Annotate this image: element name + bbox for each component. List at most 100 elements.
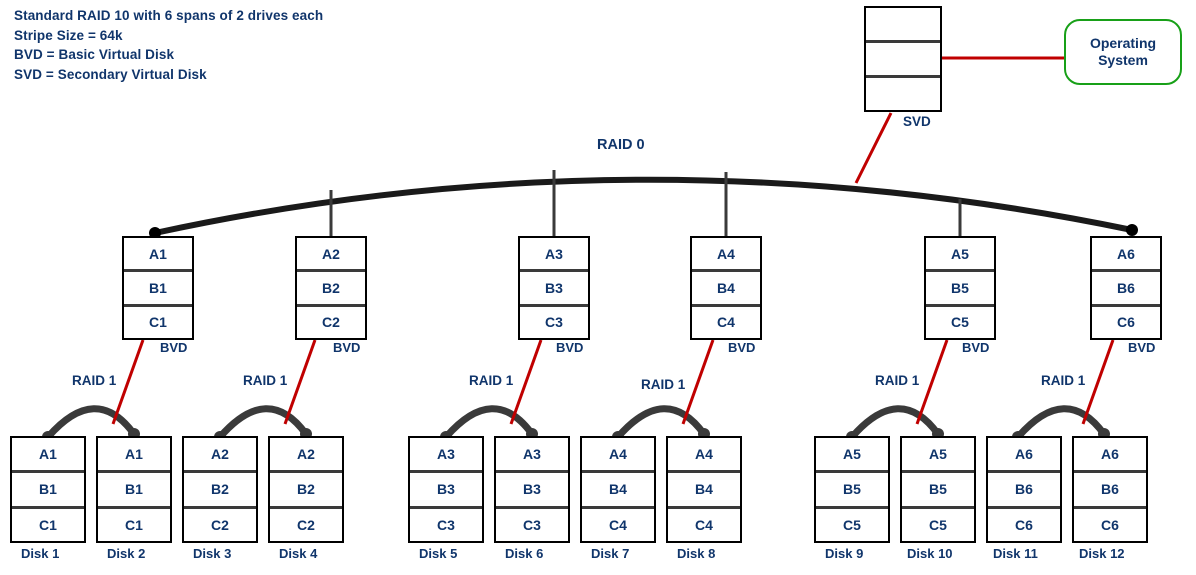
disk-box-10[interactable]: A5 B5 C5	[900, 436, 976, 543]
disk-label-2: Disk 2	[107, 546, 146, 561]
disk-box-2[interactable]: A1 B1 C1	[96, 436, 172, 543]
bvd-2-cell-b: B2	[297, 269, 365, 303]
bvd-1-cell-a: A1	[149, 245, 167, 262]
disk-3-cell-c: C2	[184, 505, 256, 541]
bvd-box-5[interactable]: A5 B5 C5	[924, 236, 996, 340]
disk-box-1[interactable]: A1 B1 C1	[10, 436, 86, 543]
svd-cell-3	[866, 75, 940, 110]
disk-box-4[interactable]: A2 B2 C2	[268, 436, 344, 543]
disk-label-10: Disk 10	[907, 546, 953, 561]
bvd-4-cell-b: B4	[692, 269, 760, 303]
disk-label-5: Disk 5	[419, 546, 458, 561]
raid1-label-span-2: RAID 1	[243, 373, 288, 388]
bvd-6-cell-b: B6	[1092, 269, 1160, 303]
disk-box-3[interactable]: A2 B2 C2	[182, 436, 258, 543]
bvd-5-cell-b: B5	[926, 269, 994, 303]
disk-2-cell-a: A1	[125, 446, 143, 463]
disk-9-cell-c: C5	[816, 505, 888, 541]
bvd-label-3: BVD	[556, 340, 584, 355]
raid0-arc-endpoint-right	[1126, 224, 1138, 236]
disk-8-cell-c: C4	[668, 505, 740, 541]
bvd-3-cell-b: B3	[520, 269, 588, 303]
disk-10-cell-a: A5	[929, 446, 947, 463]
disk-label-3: Disk 3	[193, 546, 232, 561]
disk-12-cell-c: C6	[1074, 505, 1146, 541]
bvd-box-2[interactable]: A2 B2 C2	[295, 236, 367, 340]
disk-2-cell-b: B1	[98, 470, 170, 505]
bvd-box-4[interactable]: A4 B4 C4	[690, 236, 762, 340]
disk-12-cell-a: A6	[1101, 446, 1119, 463]
disk-12-cell-b: B6	[1074, 470, 1146, 505]
disk-7-cell-a: A4	[609, 446, 627, 463]
bvd-label-2: BVD	[333, 340, 361, 355]
disk-11-cell-a: A6	[1015, 446, 1033, 463]
svd-cell-2	[866, 40, 940, 75]
bvd-5-cell-c: C5	[926, 303, 994, 338]
raid1-label-span-4: RAID 1	[641, 377, 686, 392]
disk-5-cell-c: C3	[410, 505, 482, 541]
operating-system-node[interactable]: Operating System	[1064, 19, 1182, 85]
bvd-2-cell-a: A2	[322, 245, 340, 262]
disk-3-cell-a: A2	[211, 446, 229, 463]
disk-9-cell-a: A5	[843, 446, 861, 463]
legend-line-4: SVD = Secondary Virtual Disk	[14, 66, 207, 82]
disk-box-7[interactable]: A4 B4 C4	[580, 436, 656, 543]
bvd-2-cell-c: C2	[297, 303, 365, 338]
disk-5-cell-a: A3	[437, 446, 455, 463]
disk-box-11[interactable]: A6 B6 C6	[986, 436, 1062, 543]
disk-9-cell-b: B5	[816, 470, 888, 505]
bvd-label-4: BVD	[728, 340, 756, 355]
disk-10-cell-b: B5	[902, 470, 974, 505]
disk-box-8[interactable]: A4 B4 C4	[666, 436, 742, 543]
bvd-label-6: BVD	[1128, 340, 1156, 355]
bvd-6-cell-a: A6	[1117, 245, 1135, 262]
bvd-4-cell-c: C4	[692, 303, 760, 338]
disk-box-9[interactable]: A5 B5 C5	[814, 436, 890, 543]
disk-label-1: Disk 1	[21, 546, 60, 561]
disk-10-cell-c: C5	[902, 505, 974, 541]
disk-8-cell-a: A4	[695, 446, 713, 463]
raid1-arc-span-2	[216, 405, 310, 441]
bvd-3-cell-a: A3	[545, 245, 563, 262]
disk-label-11: Disk 11	[993, 546, 1038, 561]
bvd-box-1[interactable]: A1 B1 C1	[122, 236, 194, 340]
disk-label-6: Disk 6	[505, 546, 544, 561]
raid1-label-span-5: RAID 1	[875, 373, 920, 388]
bvd-5-cell-a: A5	[951, 245, 969, 262]
bvd-6-cell-c: C6	[1092, 303, 1160, 338]
bvd-label-5: BVD	[962, 340, 990, 355]
raid0-arc	[152, 176, 1135, 236]
disk-6-cell-a: A3	[523, 446, 541, 463]
legend-line-1: Standard RAID 10 with 6 spans of 2 drive…	[14, 8, 324, 23]
bvd-3-cell-c: C3	[520, 303, 588, 338]
bvd-label-1: BVD	[160, 340, 188, 355]
svd-to-raid0-link	[854, 112, 893, 184]
bvd-3-to-raid1-link	[509, 339, 543, 425]
disk-4-cell-c: C2	[270, 505, 342, 541]
disk-11-cell-b: B6	[988, 470, 1060, 505]
bvd-box-6[interactable]: A6 B6 C6	[1090, 236, 1162, 340]
disk-7-cell-c: C4	[582, 505, 654, 541]
svd-box[interactable]	[864, 6, 942, 112]
disk-2-cell-c: C1	[98, 505, 170, 541]
disk-label-8: Disk 8	[677, 546, 716, 561]
raid1-arc-span-4	[614, 405, 708, 441]
disk-8-cell-b: B4	[668, 470, 740, 505]
disk-3-cell-b: B2	[184, 470, 256, 505]
disk-box-5[interactable]: A3 B3 C3	[408, 436, 484, 543]
bvd-1-cell-b: B1	[124, 269, 192, 303]
raid0-label: RAID 0	[597, 137, 645, 153]
disk-label-12: Disk 12	[1079, 546, 1125, 561]
os-label-line-2: System	[1098, 52, 1148, 68]
disk-box-6[interactable]: A3 B3 C3	[494, 436, 570, 543]
disk-1-cell-b: B1	[12, 470, 84, 505]
disk-1-cell-c: C1	[12, 505, 84, 541]
raid1-arc-span-6	[1014, 405, 1108, 441]
bvd-box-3[interactable]: A3 B3 C3	[518, 236, 590, 340]
raid1-arc-span-3	[442, 405, 536, 441]
legend-line-3: BVD = Basic Virtual Disk	[14, 47, 175, 62]
disk-6-cell-c: C3	[496, 505, 568, 541]
disk-box-12[interactable]: A6 B6 C6	[1072, 436, 1148, 543]
disk-label-9: Disk 9	[825, 546, 864, 561]
bvd-2-to-raid1-link	[283, 339, 317, 425]
